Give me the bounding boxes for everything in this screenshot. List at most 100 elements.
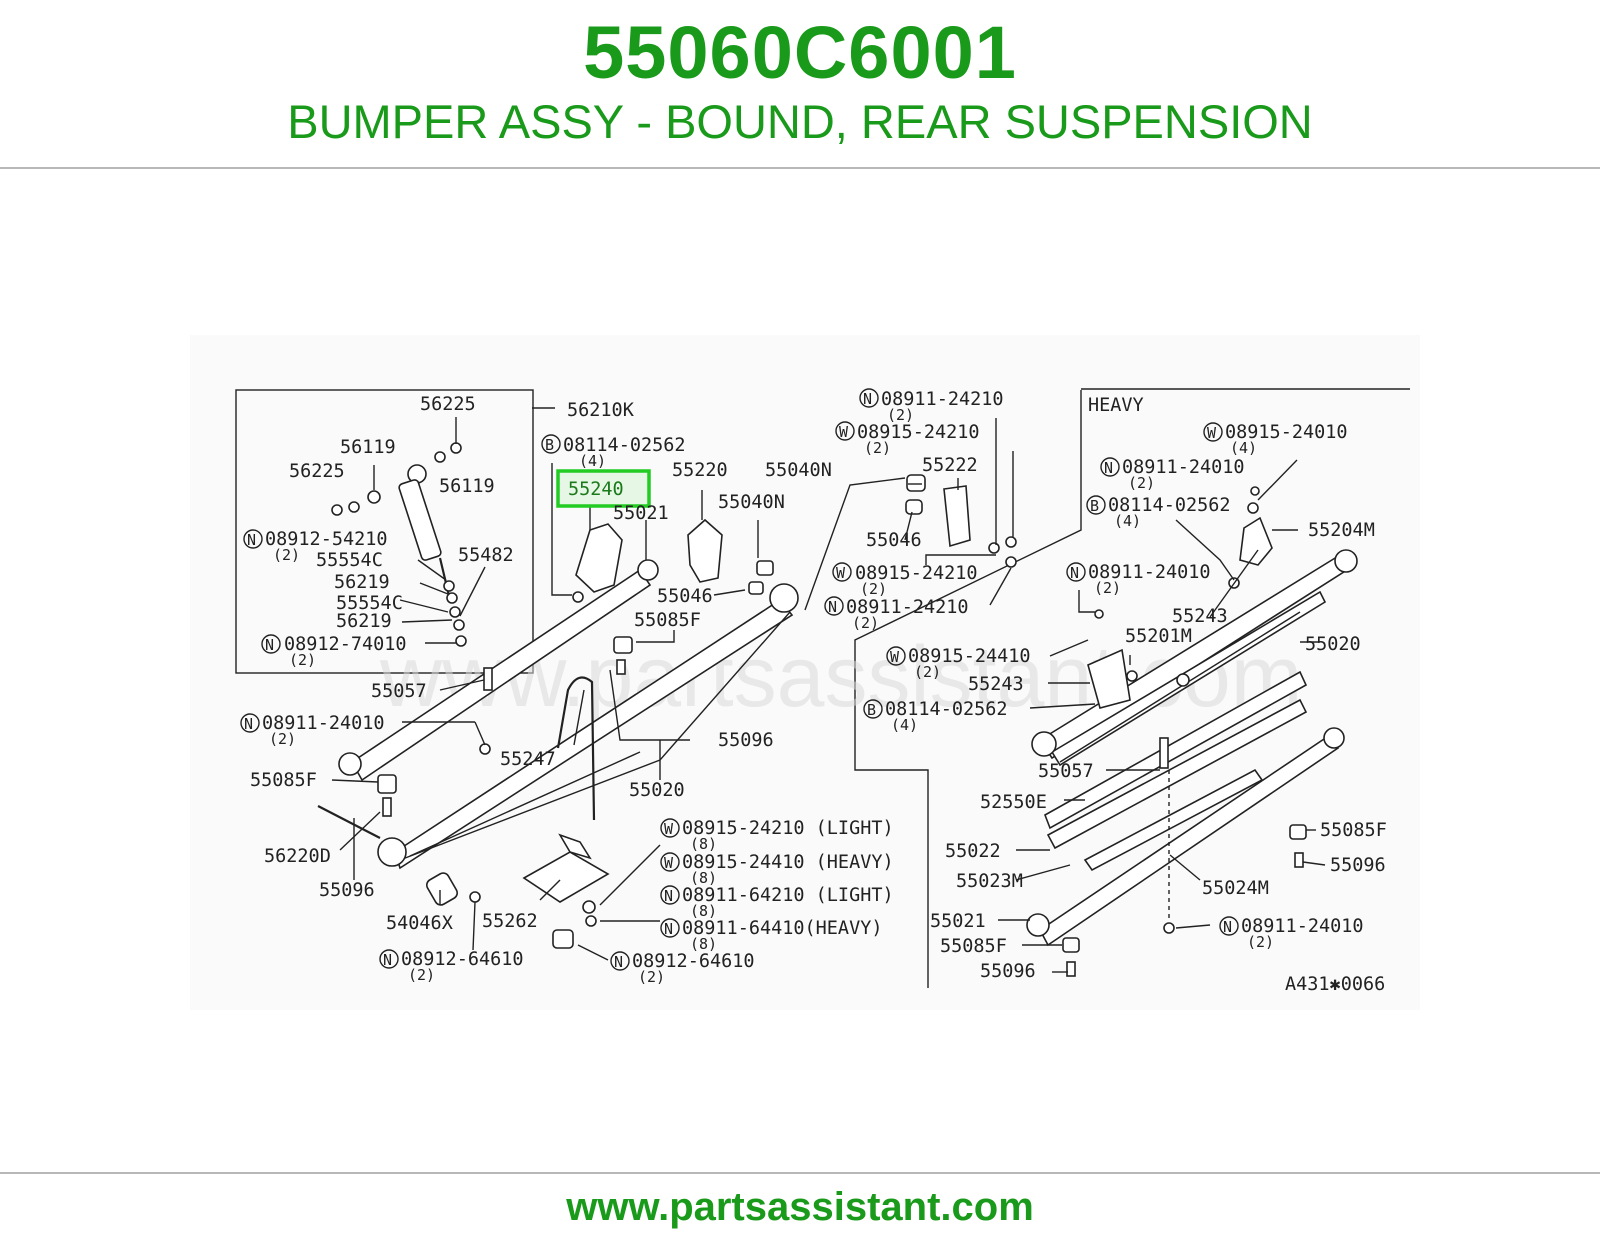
- label-56219: 56219: [334, 572, 390, 593]
- svg-text:N: N: [863, 390, 872, 408]
- label-08915-24410-heavy: 08915-24410 (HEAVY): [682, 852, 894, 873]
- label-08114-02562: 08114-02562: [1108, 495, 1231, 516]
- svg-text:(8): (8): [690, 902, 717, 920]
- footer-website-link[interactable]: www.partsassistant.com: [566, 1185, 1034, 1229]
- label-08912-74010: 08912-74010: [284, 634, 407, 655]
- svg-text:N: N: [1104, 459, 1113, 477]
- label-55247: 55247: [500, 749, 556, 770]
- label-08915-24210: 08915-24210: [855, 563, 978, 584]
- label-08114-02562: 08114-02562: [885, 699, 1008, 720]
- label-08911-24010: 08911-24010: [1122, 457, 1245, 478]
- label-52550E: 52550E: [980, 792, 1047, 813]
- spring-seat-plate: [522, 851, 610, 903]
- label-55085F: 55085F: [1320, 820, 1387, 841]
- label-56219: 56219: [336, 611, 392, 632]
- figure-code: A431✱0066: [1285, 974, 1385, 995]
- label-08911-24010: 08911-24010: [1088, 562, 1211, 583]
- svg-text:N: N: [664, 887, 673, 905]
- part-number-title: 55060C6001: [583, 11, 1017, 94]
- label-08114-02562: 08114-02562: [563, 435, 686, 456]
- label-55020: 55020: [629, 780, 685, 801]
- label-08911-64210-light: 08911-64210 (LIGHT): [682, 885, 894, 906]
- label-heavy-section: HEAVY: [1088, 395, 1144, 416]
- bumper-bound: [575, 523, 623, 593]
- svg-text:(2): (2): [887, 406, 914, 424]
- label-08911-64410-heavy: 08911-64410(HEAVY): [682, 918, 882, 939]
- label-08912-64610: 08912-64610: [401, 949, 524, 970]
- svg-text:(2): (2): [289, 651, 316, 669]
- label-55096: 55096: [980, 961, 1036, 982]
- label-55024M: 55024M: [1202, 878, 1269, 899]
- label-55085F: 55085F: [634, 610, 701, 631]
- label-56225: 56225: [420, 394, 476, 415]
- label-55057: 55057: [371, 681, 427, 702]
- label-55046: 55046: [657, 586, 713, 607]
- svg-text:N: N: [1070, 564, 1079, 582]
- svg-text:N: N: [244, 715, 253, 733]
- label-08911-24210: 08911-24210: [881, 389, 1004, 410]
- svg-text:(2): (2): [864, 439, 891, 457]
- label-55085F: 55085F: [940, 936, 1007, 957]
- svg-text:B: B: [867, 701, 876, 719]
- label-55096: 55096: [718, 730, 774, 751]
- shock-absorber: [331, 442, 467, 647]
- heavy-section-divider: [854, 390, 1082, 988]
- svg-text:(2): (2): [269, 730, 296, 748]
- label-08912-54210: 08912-54210: [265, 529, 388, 550]
- svg-text:N: N: [247, 531, 256, 549]
- label-56225: 56225: [289, 461, 345, 482]
- svg-text:(4): (4): [1230, 439, 1257, 457]
- label-54046X: 54046X: [386, 913, 453, 934]
- label-56119: 56119: [340, 437, 396, 458]
- label-55040N: 55040N: [718, 492, 785, 513]
- leader-lines: [331, 407, 1326, 973]
- label-55040N: 55040N: [765, 460, 832, 481]
- svg-text:N: N: [828, 598, 837, 616]
- label-55096: 55096: [319, 880, 375, 901]
- part-labels: 56225 56210K 56119 56225 56119 08912-542…: [250, 389, 1387, 995]
- svg-text:(8): (8): [690, 935, 717, 953]
- svg-text:(2): (2): [408, 966, 435, 984]
- svg-text:(2): (2): [1128, 474, 1155, 492]
- label-55554C: 55554C: [316, 550, 383, 571]
- label-56210K: 56210K: [567, 400, 635, 421]
- svg-text:N: N: [614, 953, 623, 971]
- label-55243: 55243: [968, 674, 1024, 695]
- svg-text:W: W: [664, 854, 674, 872]
- label-56119: 56119: [439, 476, 495, 497]
- label-55222: 55222: [922, 455, 978, 476]
- header-divider: [0, 167, 1600, 169]
- svg-text:(2): (2): [1247, 933, 1274, 951]
- label-55096: 55096: [1330, 855, 1386, 876]
- svg-text:(4): (4): [891, 716, 918, 734]
- label-08911-24010: 08911-24010: [1241, 916, 1364, 937]
- label-55240: 55240: [568, 479, 624, 500]
- label-55243: 55243: [1172, 606, 1228, 627]
- svg-text:W: W: [839, 423, 849, 441]
- svg-text:W: W: [664, 820, 674, 838]
- svg-text:N: N: [1223, 918, 1232, 936]
- label-08912-64610: 08912-64610: [632, 951, 755, 972]
- page-header: 55060C6001 BUMPER ASSY - BOUND, REAR SUS…: [0, 0, 1600, 168]
- label-55220: 55220: [672, 460, 728, 481]
- label-08915-24210-light: 08915-24210 (LIGHT): [682, 818, 894, 839]
- shock-inset-frame: [235, 389, 534, 674]
- label-55021: 55021: [613, 503, 669, 524]
- svg-text:(4): (4): [579, 452, 606, 470]
- highlight-box-55240[interactable]: [556, 469, 651, 508]
- svg-text:(2): (2): [1094, 579, 1121, 597]
- label-55201M: 55201M: [1125, 626, 1192, 647]
- label-55022: 55022: [945, 841, 1001, 862]
- svg-text:W: W: [890, 648, 900, 666]
- svg-text:B: B: [545, 436, 554, 454]
- label-55021: 55021: [930, 911, 986, 932]
- label-55482: 55482: [458, 545, 514, 566]
- svg-text:(2): (2): [860, 580, 887, 598]
- svg-text:(4): (4): [1114, 512, 1141, 530]
- label-55262: 55262: [482, 911, 538, 932]
- label-55204M: 55204M: [1308, 520, 1375, 541]
- svg-text:N: N: [383, 951, 392, 969]
- svg-text:(8): (8): [690, 835, 717, 853]
- heavy-leaf-spring-upper: [1031, 486, 1358, 767]
- label-56220D: 56220D: [264, 846, 331, 867]
